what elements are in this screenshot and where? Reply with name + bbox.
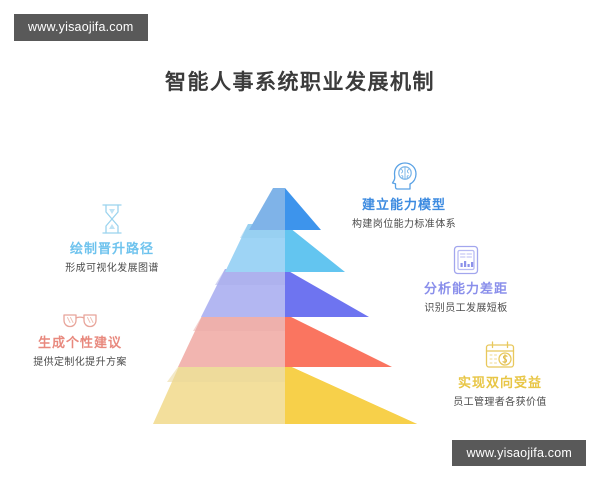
callout-subtitle: 提供定制化提升方案 bbox=[33, 356, 127, 368]
callout-title: 实现双向受益 bbox=[457, 375, 542, 390]
callout-subtitle: 构建岗位能力标准体系 bbox=[352, 218, 456, 230]
pyramid-tier-2 bbox=[225, 224, 345, 272]
callout-personal-advice: 生成个性建议 提供定制化提升方案 bbox=[0, 290, 164, 369]
pyramid-tier-5 bbox=[153, 364, 417, 424]
pyramid-tier-4 bbox=[178, 314, 392, 367]
callout-subtitle: 识别员工发展短板 bbox=[424, 302, 508, 314]
head-brain-icon bbox=[320, 152, 488, 192]
callout-subtitle: 员工管理者各获价值 bbox=[453, 396, 547, 408]
callout-title: 建立能力模型 bbox=[361, 197, 446, 212]
pyramid-chart bbox=[145, 186, 425, 426]
callout-capability-model: 建立能力模型 构建岗位能力标准体系 bbox=[320, 152, 488, 231]
watermark-top-left: www.yisaojifa.com bbox=[14, 14, 148, 41]
watermark-bottom-right: www.yisaojifa.com bbox=[452, 439, 586, 466]
pyramid-tier-1 bbox=[249, 188, 321, 230]
page-title: 智能人事系统职业发展机制 bbox=[165, 71, 435, 94]
pyramid-svg bbox=[153, 188, 417, 424]
callout-capability-gap: 分析能力差距 识别员工发展短板 bbox=[382, 236, 550, 315]
calendar-dollar-icon bbox=[416, 330, 584, 370]
callout-title: 绘制晋升路径 bbox=[69, 241, 154, 256]
callout-subtitle: 形成可视化发展图谱 bbox=[65, 262, 159, 274]
pyramid-tier-3 bbox=[201, 269, 369, 317]
hourglass-icon bbox=[28, 196, 196, 236]
callout-title: 生成个性建议 bbox=[37, 335, 122, 350]
callout-promotion-path: 绘制晋升路径 形成可视化发展图谱 bbox=[28, 196, 196, 275]
callout-title: 分析能力差距 bbox=[423, 281, 508, 296]
report-chart-icon bbox=[382, 236, 550, 276]
callout-mutual-benefit: 实现双向受益 员工管理者各获价值 bbox=[416, 330, 584, 409]
glasses-icon bbox=[0, 290, 164, 330]
